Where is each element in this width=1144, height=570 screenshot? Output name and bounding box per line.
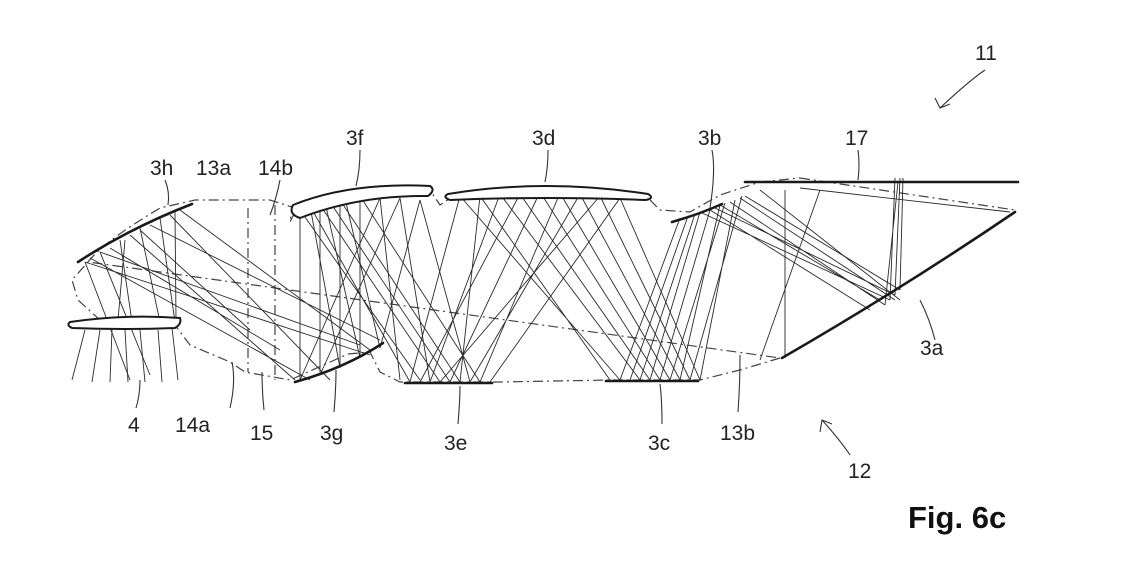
label-3e: 3e [444, 432, 467, 455]
mirrors [67, 180, 1020, 385]
label-4: 4 [128, 414, 140, 437]
mirror-3a [780, 210, 1017, 360]
figure-caption: Fig. 6c [908, 500, 1006, 535]
label-11: 11 [975, 42, 997, 65]
label-3c: 3c [648, 432, 670, 455]
label-3b: 3b [698, 127, 721, 150]
label-13b: 13b [720, 422, 755, 445]
housing-outline [71, 177, 1016, 383]
label-13a: 13a [196, 157, 231, 180]
label-3d: 3d [532, 127, 555, 150]
mirror-3g [293, 341, 385, 384]
light-rays [71, 177, 1011, 383]
mirror-3d [444, 185, 652, 202]
label-17: 17 [845, 127, 868, 150]
element-4 [67, 315, 182, 330]
label-3g: 3g [320, 422, 343, 445]
label-14b: 14b [258, 157, 293, 180]
reference-labels: 11 17 3d 3f 3b 3h 13a 14b 3a 4 14a 15 3g… [128, 42, 997, 483]
mirror-3b [670, 202, 724, 224]
label-3f: 3f [346, 127, 364, 150]
label-3h: 3h [150, 157, 173, 180]
leader-lines [135, 69, 986, 456]
label-3a: 3a [920, 337, 944, 360]
label-12: 12 [848, 460, 871, 483]
label-15: 15 [250, 422, 273, 445]
mirror-3h [76, 202, 194, 264]
label-14a: 14a [175, 414, 210, 437]
mirror-3f [290, 184, 434, 220]
